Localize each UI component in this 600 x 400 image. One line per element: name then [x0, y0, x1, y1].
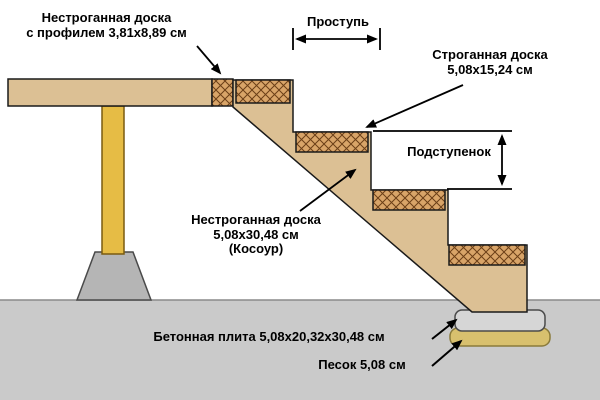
tread-4: [448, 244, 526, 266]
support-post: [101, 105, 125, 255]
tread-1: [235, 79, 291, 104]
tread-3: [372, 189, 446, 211]
sand-arrow: [431, 339, 463, 367]
planed-board-arrow: [365, 84, 464, 128]
label-planed-board: Строганная доска 5,08x15,24 см: [432, 47, 548, 77]
label-riser: Подступенок: [407, 144, 491, 159]
profile-board-arrow: [196, 45, 222, 75]
stringer-arrow: [299, 168, 357, 212]
concrete-slab-arrow: [431, 318, 458, 340]
tread-dimension: [292, 28, 381, 50]
post-footing: [75, 251, 153, 301]
profile-board: [211, 78, 234, 107]
label-stringer: Нестроганная доска 5,08x30,48 см (Косоур…: [191, 212, 321, 257]
riser-dimension: [373, 130, 512, 190]
tread-2: [295, 131, 369, 153]
label-sand: Песок 5,08 см: [318, 357, 406, 372]
label-concrete-slab: Бетонная плита 5,08x20,32x30,48 см: [153, 329, 385, 344]
deck-board: [7, 78, 213, 107]
label-profile-board: Нестроганная доска с профилем 3,81x8,89 …: [26, 10, 187, 40]
concrete-slab: [454, 309, 546, 332]
label-tread: Проступь: [306, 14, 370, 29]
